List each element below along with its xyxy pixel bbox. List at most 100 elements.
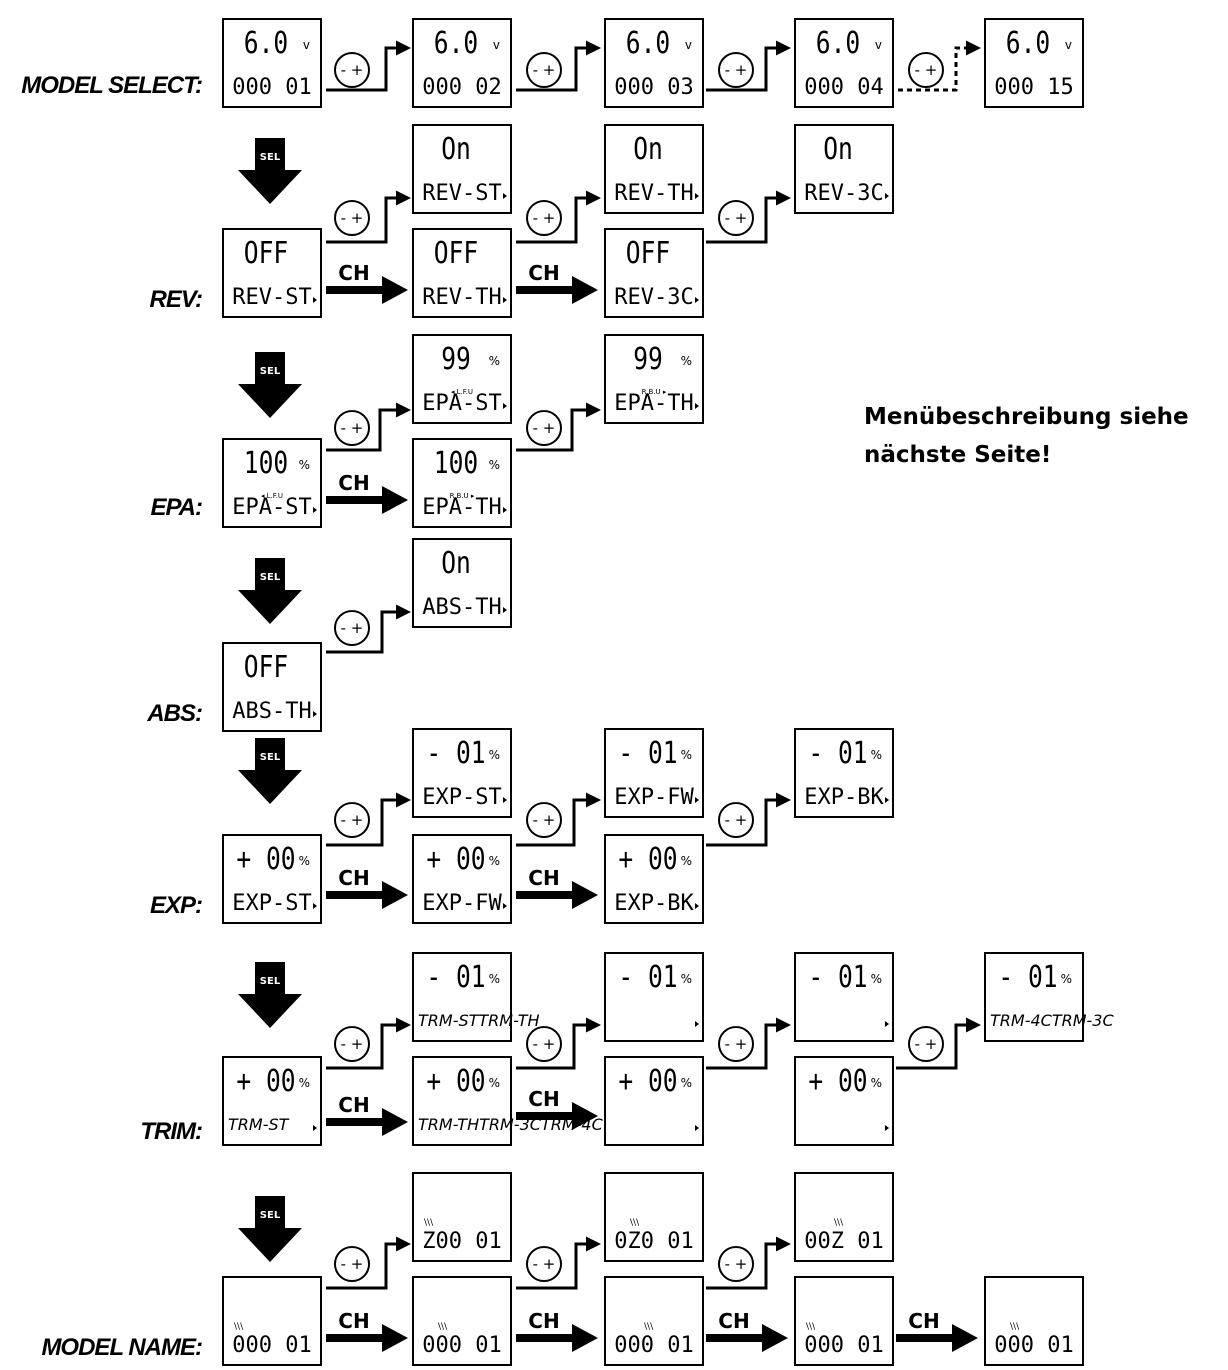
minus-plus-icon: - + <box>718 1026 754 1062</box>
minus-plus-icon: - + <box>718 1246 754 1282</box>
svg-text:- +: - + <box>341 209 364 227</box>
ch-arrow-icon: CH <box>706 1309 788 1352</box>
svg-text:- +: - + <box>341 1035 364 1053</box>
ch-arrow-icon: CH <box>326 1093 408 1136</box>
note-text: Menübeschreibung siehe nächste Seite! <box>864 398 1189 474</box>
lcd-value: OFF <box>243 650 289 685</box>
lcd-sub: TRM-THTRM-3CTRM-4C <box>418 1115 603 1134</box>
svg-text:- +: - + <box>533 419 556 437</box>
blink-marker: \\\ <box>806 1322 816 1332</box>
lcd-sub: TRM-4CTRM-3C <box>990 1011 1114 1030</box>
lcd-model-select-1: 6.0 v 000 01 <box>222 18 322 108</box>
lcd-value: 6.0 <box>815 26 861 61</box>
lcd-sub: 000 01 <box>232 1333 312 1358</box>
minus-plus-icon: - + <box>334 410 370 446</box>
lcd-sub: REV-ST <box>422 181 502 206</box>
label-epa: EPA: <box>150 494 203 521</box>
minus-plus-icon: - + <box>334 1026 370 1062</box>
right-arrow-icon <box>695 1021 699 1027</box>
svg-text:SEL: SEL <box>260 572 281 583</box>
abs-connectors <box>326 604 411 654</box>
lcd-value: 99 <box>633 342 663 377</box>
svg-text:CH: CH <box>528 1309 559 1333</box>
svg-text:- +: - + <box>725 811 748 829</box>
right-arrow-icon <box>695 797 699 803</box>
right-arrow-icon <box>503 297 507 303</box>
right-arrow-icon <box>695 1125 699 1131</box>
lcd-unit: v <box>684 38 692 52</box>
note-line-1: Menübeschreibung siehe <box>864 404 1189 430</box>
label-trim: TRIM: <box>140 1118 203 1145</box>
svg-text:CH: CH <box>528 1087 559 1111</box>
svg-text:CH: CH <box>528 866 559 890</box>
right-arrow-icon <box>885 1125 889 1131</box>
lcd-value: + 00 <box>618 1064 678 1099</box>
lcd-value: - 01 <box>618 960 678 995</box>
rev-connectors <box>326 190 791 244</box>
lcd-unit: % <box>298 458 310 472</box>
lcd-rev-on-3c: On REV-3C <box>794 124 894 214</box>
svg-text:- +: - + <box>533 811 556 829</box>
svg-text:- +: - + <box>533 1035 556 1053</box>
model-name-connectors <box>326 1236 791 1290</box>
lcd-model-name-4: \\\ 000 01 <box>794 1276 894 1366</box>
lcd-sub: REV-3C <box>804 181 884 206</box>
blink-marker: \\\ <box>630 1218 640 1228</box>
lcd-sub: 000 01 <box>804 1333 884 1358</box>
lcd-value: 6.0 <box>433 26 479 61</box>
lcd-value: On <box>633 132 663 167</box>
lcd-sub: EXP-FW <box>614 785 694 810</box>
lcd-rev-on-th: On REV-TH <box>604 124 704 214</box>
right-arrow-icon <box>503 193 507 199</box>
sel-down-arrow-icon: SEL <box>238 138 302 204</box>
lcd-rev-off-st: OFF REV-ST <box>222 228 322 318</box>
lcd-sub: TRM-ST <box>228 1115 289 1134</box>
lcd-value: 6.0 <box>243 26 289 61</box>
svg-text:SEL: SEL <box>260 1210 281 1221</box>
svg-text:- +: - + <box>725 1035 748 1053</box>
lcd-trim-minus-1: - 01 % TRM-STTRM-TH <box>412 952 540 1042</box>
svg-text:- +: - + <box>341 1255 364 1273</box>
lcd-trim-plus-3: + 00 % <box>604 1056 704 1146</box>
minus-plus-icon: - + <box>526 1246 562 1282</box>
svg-text:SEL: SEL <box>260 976 281 987</box>
right-arrow-icon <box>695 297 699 303</box>
label-rev: REV: <box>149 286 203 313</box>
lcd-trim-plus-4: + 00 % <box>794 1056 894 1146</box>
lcd-sub: 000 04 <box>804 75 884 100</box>
lcd-unit: % <box>870 972 882 986</box>
lcd-exp-plus-bk: + 00 % EXP-BK <box>604 834 704 924</box>
lcd-model-name-top-3: \\\ 00Z 01 <box>794 1172 894 1262</box>
minus-plus-icon: - + <box>718 200 754 236</box>
lcd-trim-minus-4: - 01 % TRM-4CTRM-3C <box>984 952 1114 1042</box>
sel-down-arrow-icon: SEL <box>238 738 302 804</box>
lcd-sub: 000 01 <box>232 75 312 100</box>
lcd-rev-off-3c: OFF REV-3C <box>604 228 704 318</box>
lcd-sub: EXP-ST <box>232 891 312 916</box>
minus-plus-icon: - + <box>334 610 370 646</box>
lcd-value: - 01 <box>426 960 486 995</box>
lcd-unit: % <box>680 854 692 868</box>
lcd-value: 6.0 <box>625 26 671 61</box>
minus-plus-icon: - + <box>718 802 754 838</box>
lcd-unit: % <box>680 354 692 368</box>
lcd-value: OFF <box>243 236 289 271</box>
lcd-trim-plus-2: + 00 % TRM-THTRM-3CTRM-4C <box>412 1056 603 1146</box>
lcd-unit: v <box>1064 38 1072 52</box>
lcd-indicator: ◂ L.F.U <box>450 388 474 396</box>
svg-text:CH: CH <box>338 261 369 285</box>
lcd-value: On <box>441 132 471 167</box>
lcd-epa-99-th: 99 % R.B.U ▸ EPA-TH <box>604 334 704 424</box>
lcd-trim-plus-1: + 00 % TRM-ST <box>222 1056 322 1146</box>
lcd-unit: % <box>680 1076 692 1090</box>
svg-text:SEL: SEL <box>260 366 281 377</box>
right-arrow-icon <box>313 1125 317 1131</box>
lcd-value: On <box>823 132 853 167</box>
lcd-value: + 00 <box>236 1064 296 1099</box>
svg-text:- +: - + <box>533 1255 556 1273</box>
lcd-model-select-4: 6.0 v 000 04 <box>794 18 894 108</box>
lcd-indicator: R.B.U ▸ <box>641 388 667 396</box>
right-arrow-icon <box>885 193 889 199</box>
lcd-unit: % <box>488 972 500 986</box>
